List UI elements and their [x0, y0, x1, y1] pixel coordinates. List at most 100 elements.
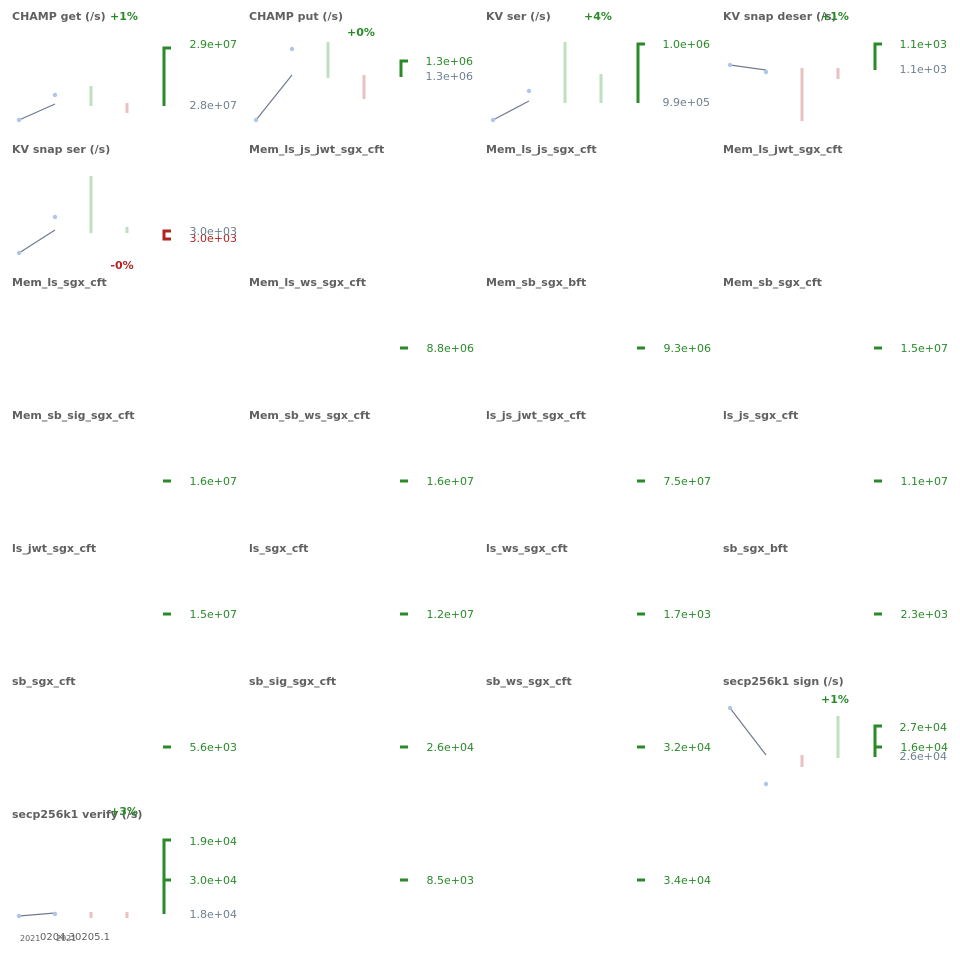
panel-1: CHAMP put (/s)+0%1.3e+061.3e+06	[249, 10, 473, 123]
new-value-label: 1.3e+06	[426, 55, 473, 68]
data-point	[16, 913, 22, 919]
new-value-label: 8.8e+06	[427, 342, 474, 355]
panel-0: CHAMP get (/s)+1%2.9e+072.8e+07	[12, 10, 237, 123]
trend-line	[18, 103, 56, 121]
panel-title: secp256k1 sign (/s)	[723, 675, 844, 688]
panel-title: Mem_sb_sgx_cft	[723, 276, 822, 289]
change-bracket	[636, 42, 645, 103]
panel-11: Mem_sb_sgx_cft 1.1e+07	[723, 276, 948, 488]
panel-title: Mem_sb_sig_sgx_cft	[12, 409, 135, 422]
panel-title: KV snap ser (/s)	[12, 143, 110, 156]
panel-10: Mem_sb_sgx_bft 7.5e+07	[486, 276, 711, 488]
new-value-label: 1.9e+04	[190, 835, 237, 848]
change-bracket	[162, 838, 171, 914]
old-value-label: 2.8e+07	[190, 99, 237, 112]
data-point	[490, 117, 496, 123]
panel-title: ls_js_jwt_sgx_cft	[486, 409, 586, 422]
panel-title: KV snap deser (/s)	[723, 10, 837, 23]
new-value-label: 1.6e+04	[901, 741, 948, 754]
old-value-label: 1.1e+03	[900, 63, 947, 76]
percent-label: +1%	[110, 10, 138, 23]
panel-title: ls_sgx_cft	[249, 542, 308, 555]
new-value-label: 5.6e+03	[190, 741, 237, 754]
panel-23: secp256k1 sign (/s) +1% 2.7e+04 2.6e+04	[723, 675, 947, 787]
panel-4: KV snap ser (/s)-0%3.0e+033.0e+03	[12, 143, 237, 272]
panel-20: sb_sgx_cft 3.0e+04	[12, 675, 237, 887]
change-bracket	[162, 229, 171, 241]
trend-line	[18, 229, 56, 254]
data-point	[52, 92, 58, 98]
data-point	[526, 88, 532, 94]
panel-title: sb_sgx_cft	[12, 675, 76, 688]
new-value-label: 3.4e+04	[664, 874, 711, 887]
old-value-label: 9.9e+05	[663, 96, 710, 109]
data-point	[16, 117, 22, 123]
new-value-label: 1.0e+06	[663, 38, 710, 51]
old-value-label: 3.0e+03	[190, 225, 237, 238]
data-point	[727, 62, 733, 68]
percent-label: +1%	[821, 693, 849, 706]
change-bracket	[873, 724, 882, 757]
new-value-label: 1.1e+07	[901, 475, 948, 488]
trend-line	[18, 912, 56, 917]
new-value-label: 1.5e+07	[190, 608, 237, 621]
panel-5: Mem_ls_js_jwt_sgx_cft 8.8e+06	[249, 143, 474, 355]
new-value-label: 8.5e+03	[427, 874, 474, 887]
new-value-label: 1.6e+07	[190, 475, 237, 488]
new-value-label: 2.3e+03	[901, 608, 948, 621]
new-value-label: 1.6e+07	[427, 475, 474, 488]
percent-label: +1%	[821, 10, 849, 23]
panel-title: Mem_ls_js_jwt_sgx_cft	[249, 143, 384, 156]
x-tick-label: 2021	[56, 934, 76, 943]
change-bracket	[162, 46, 171, 106]
new-value-label: 7.5e+07	[664, 475, 711, 488]
new-value-label: 1.7e+03	[664, 608, 711, 621]
trend-line	[729, 707, 767, 756]
data-point	[16, 250, 22, 256]
percent-label: -0%	[110, 259, 133, 272]
x-tick-label: 0204.3	[40, 932, 75, 943]
panel-22: sb_ws_sgx_cft 3.4e+04	[486, 675, 711, 887]
new-value-label: 1.5e+07	[901, 342, 948, 355]
panel-24: secp256k1 verify (/s)+3%1.9e+041.8e+04	[12, 805, 237, 921]
new-value-label: 1.2e+07	[427, 608, 474, 621]
percent-label: +4%	[584, 10, 612, 23]
new-value-label: 2.9e+07	[190, 38, 237, 51]
data-point	[763, 69, 769, 75]
percent-label: +3%	[110, 805, 138, 818]
data-point	[52, 911, 58, 917]
panel-14: ls_js_jwt_sgx_cft 1.7e+03	[486, 409, 711, 621]
data-point	[52, 214, 58, 220]
panel-title: CHAMP put (/s)	[249, 10, 343, 23]
trend-line	[729, 64, 767, 71]
panel-title: ls_ws_sgx_cft	[486, 542, 568, 555]
panel-12: Mem_sb_sig_sgx_cft 1.5e+07	[12, 409, 237, 621]
new-value-label: 2.7e+04	[900, 721, 947, 734]
panel-title: Mem_ls_ws_sgx_cft	[249, 276, 366, 289]
old-value-label: 1.3e+06	[426, 70, 473, 83]
panel-19: sb_sgx_bft 1.6e+04	[723, 542, 948, 754]
change-bracket	[873, 42, 882, 70]
data-point	[763, 781, 769, 787]
data-point	[727, 705, 733, 711]
panel-2: KV ser (/s) +4% 1.0e+06 9.9e+05	[486, 10, 710, 123]
trend-line	[492, 100, 530, 121]
panel-title: sb_ws_sgx_cft	[486, 675, 572, 688]
panel-title: Mem_sb_sgx_bft	[486, 276, 586, 289]
new-value-label: 3.0e+04	[190, 874, 237, 887]
old-value-label: 2.6e+04	[900, 750, 947, 763]
panel-title: KV ser (/s)	[486, 10, 551, 23]
x-tick-label: 2021	[20, 934, 40, 943]
x-tick-label: 0205.1	[75, 932, 110, 943]
panel-title: sb_sgx_bft	[723, 542, 788, 555]
trend-line	[255, 74, 293, 121]
